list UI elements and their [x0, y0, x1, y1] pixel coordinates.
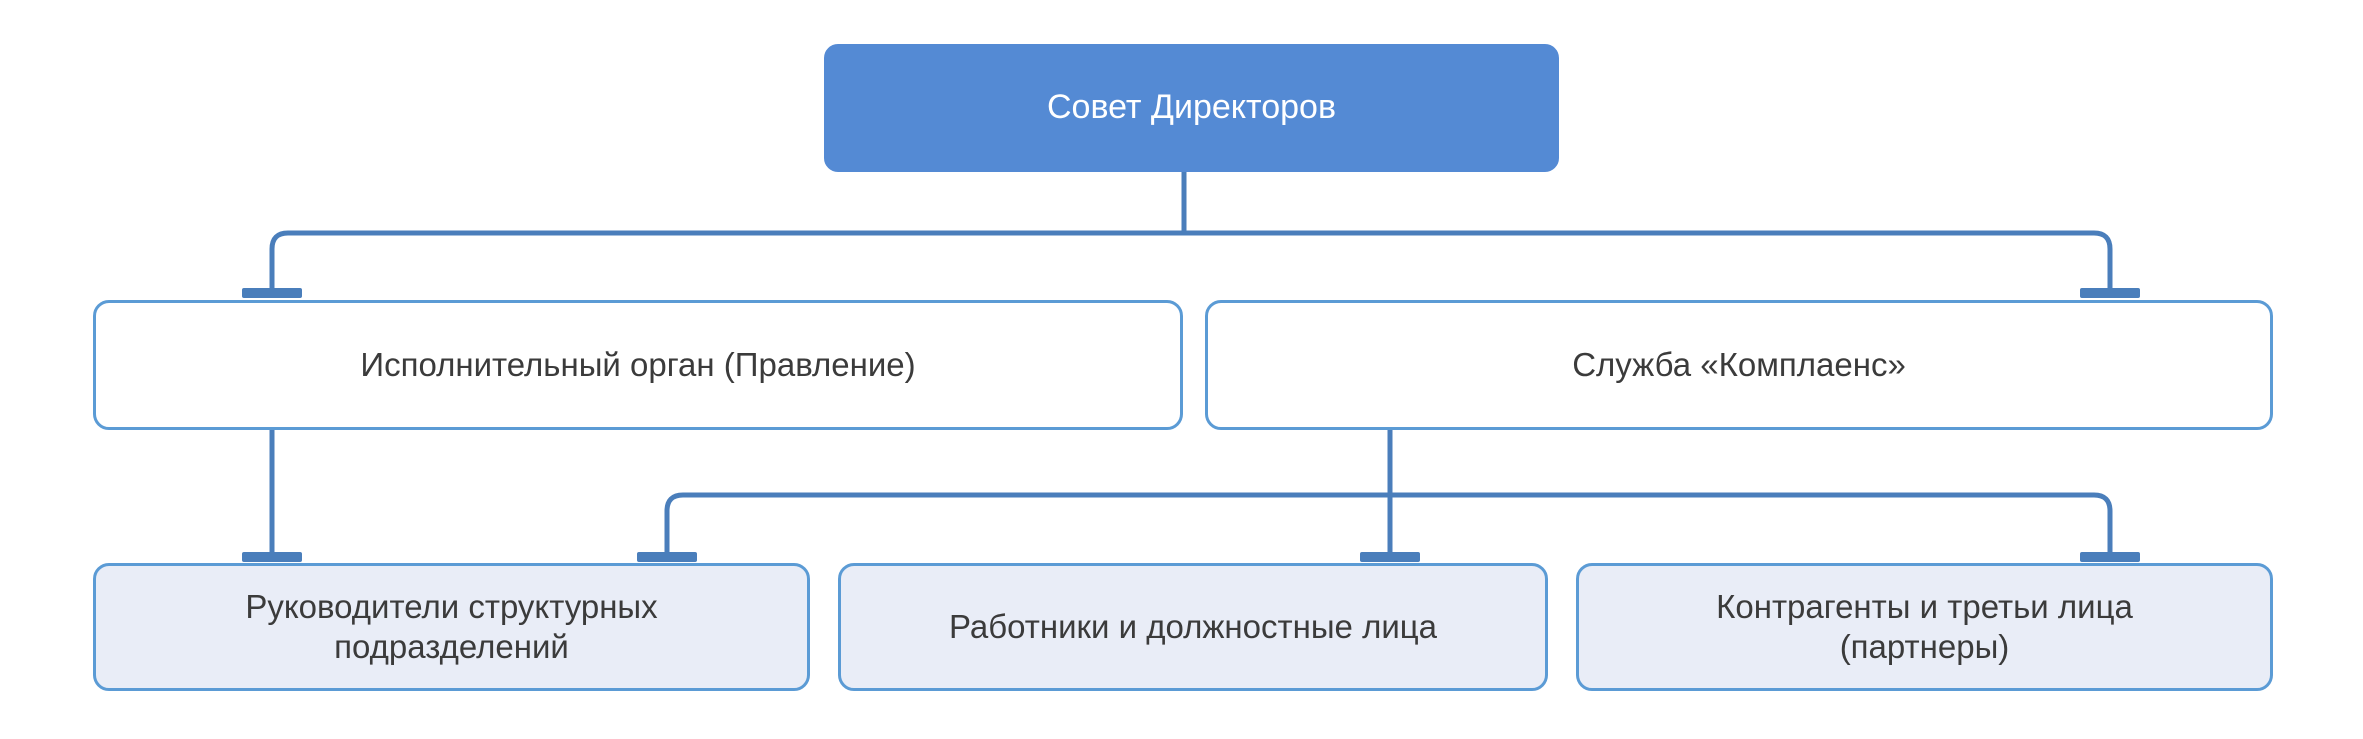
- node-employees-officials[interactable]: Работники и должностные лица: [838, 563, 1548, 691]
- edge-compliance-to-heads: [664, 492, 1390, 561]
- connector-tab-employees: [1360, 552, 1420, 562]
- edge-compliance-to-counterparties: [1390, 492, 2113, 561]
- node-department-heads[interactable]: Руководители структурных подразделений: [93, 563, 810, 691]
- node-employees-officials-label: Работники и должностные лица: [948, 607, 1438, 645]
- edge-board-to-compliance: [1184, 230, 2113, 297]
- connector-tab-executive: [242, 288, 302, 298]
- node-executive-board-label: Исполнительный орган (Правление): [360, 345, 916, 383]
- edge-board-to-executive: [269, 230, 1184, 297]
- node-board-of-directors[interactable]: Совет Директоров: [824, 44, 1559, 172]
- node-compliance-service-label: Служба «Комплаенс»: [1572, 345, 1906, 383]
- node-board-of-directors-label: Совет Директоров: [1046, 88, 1337, 127]
- connector-tab-heads-right: [637, 552, 697, 562]
- node-compliance-service[interactable]: Служба «Комплаенс»: [1205, 300, 2273, 430]
- connector-tab-heads-left: [242, 552, 302, 562]
- connector-tab-compliance: [2080, 288, 2140, 298]
- node-executive-board[interactable]: Исполнительный орган (Правление): [93, 300, 1183, 430]
- node-department-heads-label: Руководители структурных подразделений: [245, 587, 658, 665]
- node-counterparties-partners[interactable]: Контрагенты и третьи лица (партнеры): [1576, 563, 2273, 691]
- node-counterparties-partners-label: Контрагенты и третьи лица (партнеры): [1716, 587, 2133, 665]
- connector-tab-counterparties: [2080, 552, 2140, 562]
